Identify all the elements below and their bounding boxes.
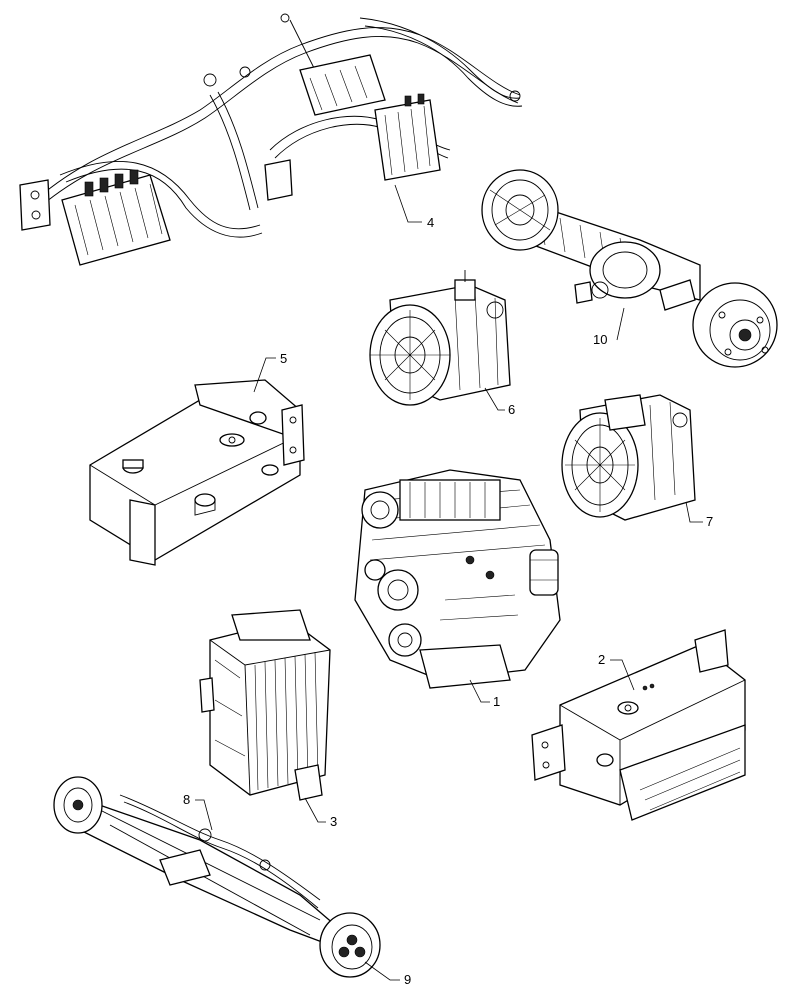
transmission-7 — [561, 394, 696, 521]
callout-10: 10 — [593, 332, 608, 347]
leader-6 — [484, 387, 505, 411]
leader-4 — [394, 184, 422, 223]
callout-1: 1 — [493, 694, 501, 709]
callout-5: 5 — [280, 351, 288, 366]
leader-8 — [195, 799, 213, 831]
callout-2: 2 — [598, 652, 606, 667]
callout-8: 8 — [183, 792, 191, 807]
hydraulic-harness-assembly — [19, 13, 523, 266]
fuel-tank — [531, 629, 746, 821]
leader-1 — [469, 679, 490, 703]
callout-6: 6 — [508, 402, 516, 417]
front-axle — [53, 776, 381, 978]
rear-axle — [481, 169, 778, 368]
hydraulic-tank — [89, 379, 305, 566]
leader-7 — [685, 501, 703, 523]
callout-4: 4 — [427, 215, 435, 230]
callout-3: 3 — [330, 814, 338, 829]
transmission-6 — [369, 270, 511, 406]
leader-2 — [610, 659, 635, 691]
engine — [354, 469, 561, 689]
leader-3 — [304, 797, 326, 823]
leader-9 — [364, 961, 400, 981]
leader-10 — [616, 307, 625, 341]
callout-7: 7 — [706, 514, 714, 529]
leader-5 — [253, 357, 276, 393]
leader-lines — [195, 184, 703, 981]
callout-9: 9 — [404, 972, 412, 987]
cooler-radiator — [199, 609, 331, 801]
